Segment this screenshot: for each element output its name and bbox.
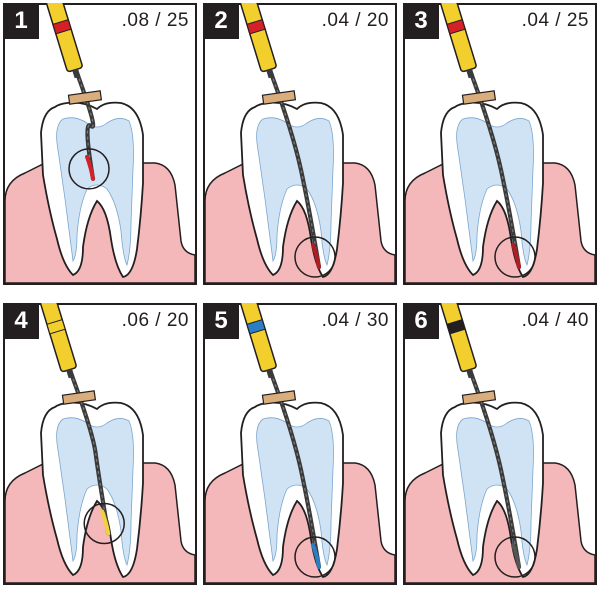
focus-circle <box>294 536 336 578</box>
focus-circle <box>494 536 536 578</box>
step-illustration <box>3 303 197 585</box>
handle-neck <box>266 368 275 379</box>
handle-color-band <box>246 318 266 335</box>
file-size-label: .04 / 40 <box>521 310 589 331</box>
file-flutes <box>270 72 320 268</box>
step-number-badge: 4 <box>3 303 39 339</box>
step-illustration <box>3 3 197 285</box>
rubber-stopper <box>461 90 497 105</box>
rubber-stopper <box>461 390 497 405</box>
focus-circle <box>494 236 536 278</box>
handle-neck <box>66 368 75 379</box>
rubber-stopper <box>61 390 97 405</box>
file-handle <box>238 303 277 379</box>
file-size-label: .04 / 20 <box>321 10 389 31</box>
handle-body <box>38 303 77 373</box>
pulp-canal <box>456 417 534 567</box>
file-working-tip <box>311 543 321 569</box>
file-working-tip <box>311 243 321 269</box>
step-illustration <box>403 3 597 285</box>
file-handle <box>438 303 477 379</box>
file-flutes <box>470 72 520 268</box>
file-size-label: .08 / 25 <box>121 10 189 31</box>
step-panel-2: 2 .04 / 20 <box>203 3 397 285</box>
handle-neck <box>72 68 81 79</box>
handle-body <box>438 303 477 373</box>
handle-color-band <box>246 18 266 35</box>
file-size-label: .04 / 30 <box>321 310 389 331</box>
handle-body <box>238 303 277 373</box>
file-size-label: .04 / 25 <box>521 10 589 31</box>
step-panel-3: 3 .04 / 25 <box>403 3 597 285</box>
file-size-label: .06 / 20 <box>121 310 189 331</box>
rubber-stopper <box>261 390 297 405</box>
handle-color-band <box>52 18 72 35</box>
rubber-stopper <box>67 90 103 105</box>
file-working-tip <box>511 543 521 569</box>
file-flutes <box>270 372 320 568</box>
focus-circle <box>83 502 125 545</box>
focus-circle <box>294 236 336 278</box>
pulp-canal <box>256 117 334 267</box>
step-number-badge: 6 <box>403 303 439 339</box>
handle-neck <box>466 68 475 79</box>
file-working-tip <box>85 154 96 181</box>
step-panel-1: 1 .08 / 25 <box>3 3 197 285</box>
step-number-badge: 2 <box>203 3 239 39</box>
handle-neck <box>466 368 475 379</box>
file-handle <box>44 3 83 79</box>
step-illustration <box>203 303 397 585</box>
file-handle <box>438 3 477 79</box>
step-panel-4: 4 .06 / 20 <box>3 303 197 585</box>
pulp-canal <box>456 117 534 267</box>
file-handle <box>38 303 77 379</box>
file-working-tip <box>100 509 111 536</box>
file-flutes <box>470 372 520 568</box>
rubber-stopper <box>261 90 297 105</box>
handle-color-band <box>46 318 66 335</box>
file-working-tip <box>511 243 521 269</box>
focus-circle <box>68 148 110 190</box>
step-number-badge: 1 <box>3 3 39 39</box>
step-illustration <box>403 303 597 585</box>
step-number-badge: 5 <box>203 303 239 339</box>
step-illustration <box>203 3 397 285</box>
file-handle <box>238 3 277 79</box>
step-number-badge: 3 <box>403 3 439 39</box>
pulp-canal <box>256 417 334 567</box>
handle-color-band <box>446 18 466 35</box>
file-flutes <box>70 372 109 534</box>
handle-color-band <box>446 318 466 335</box>
step-panel-6: 6 .04 / 40 <box>403 303 597 585</box>
step-panel-5: 5 .04 / 30 <box>203 303 397 585</box>
handle-neck <box>266 68 275 79</box>
pulp-canal <box>56 417 134 567</box>
